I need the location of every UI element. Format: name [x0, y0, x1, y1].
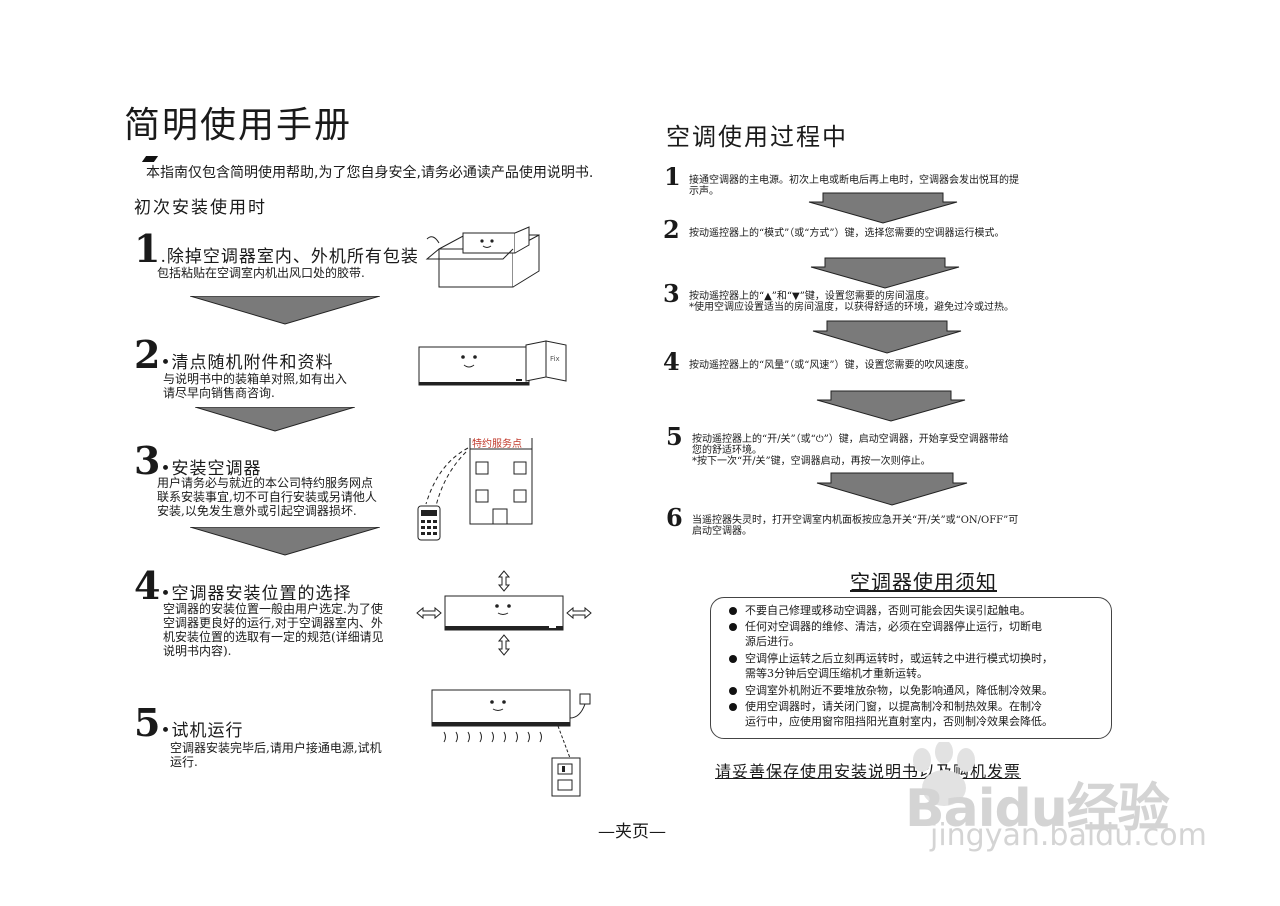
note-line: 空调室外机附近不要堆放杂物，以免影响通风，降低制冷效果。 — [745, 684, 1053, 697]
left-step-4-text: 空调器的安装位置一般由用户选定.为了使 空调器更良好的运行,对于空调器室内、外 … — [163, 602, 384, 658]
step-heading: •安装空调器 — [160, 459, 262, 479]
left-step-3: 3•安装空调器 — [134, 442, 261, 480]
step-number: 1 — [134, 226, 161, 271]
step-number: 3 — [134, 438, 161, 483]
note-item: 空调室外机附近不要堆放杂物，以免影响通风，降低制冷效果。 — [729, 683, 1111, 698]
note-item: 使用空调器时，请关闭门窗，以提高制冷和制热效果。在制冷运行中，应使用窗帘阻挡阳光… — [729, 699, 1111, 729]
step-number: 4 — [663, 347, 680, 376]
manual-label: Fix — [550, 355, 560, 363]
step-number: 2 — [134, 332, 161, 377]
step-number: 1 — [664, 162, 681, 191]
service-point-illustration: 特约服务点 — [417, 437, 533, 541]
down-arrow-icon — [816, 472, 968, 506]
step-line: 安装,以免发生意外或引起空调器损坏. — [157, 504, 357, 518]
step-line: 空调器安装完毕后,请用户接通电源,试机 — [170, 741, 382, 755]
step-line: 用户请务必与就近的本公司特约服务网点 — [157, 476, 374, 490]
note-line: 运行中，应使用窗帘阻挡阳光直射室内，否则制冷效果会降低。 — [745, 715, 1053, 728]
step-heading: •试机运行 — [160, 721, 244, 741]
step-line: 与说明书中的装箱单对照,如有出入 — [163, 372, 347, 386]
step-line: 按动遥控器上的“风量”（或“风速”）键，设置您需要的吹风速度。 — [689, 360, 975, 371]
step-line: 按动遥控器上的“模式”（或“方式”）键，选择您需要的空调器运行模式。 — [689, 228, 1005, 239]
step-number: 3 — [663, 279, 680, 308]
page-footer: —夹页— — [598, 822, 666, 842]
note-line: 源后进行。 — [745, 635, 800, 648]
watermark-brand: Baidu经验 — [905, 779, 1170, 839]
down-arrow-icon — [190, 527, 380, 556]
paw-watermark-icon — [913, 742, 975, 806]
step-line: *按下一次“开/关”键，空调器启动，再按一次则停止。 — [692, 456, 931, 467]
left-step-1: 1.除掉空调器室内、外机所有包装 — [134, 230, 419, 268]
down-arrow-icon — [812, 320, 962, 354]
step-line: 空调器的安装位置一般由用户选定.为了使 — [163, 602, 383, 616]
left-title: 简明使用手册 — [124, 105, 353, 146]
step-line: 按动遥控器上的“开/关”（或“⏻”）键，启动空调器，开始享受空调器带给 — [692, 434, 1009, 445]
step-number: 5 — [134, 700, 161, 745]
step-line: 机安装位置的选取有一定的规范(详细请见 — [163, 630, 384, 644]
note-line: 不要自己修理或移动空调器，否则可能会因失误引起触电。 — [745, 604, 1031, 617]
watermark-url: jingyan.baidu.com — [930, 818, 1207, 853]
step-number: 5 — [666, 422, 683, 451]
step-line: 接通空调器的主电源。初次上电或断电后再上电时，空调器会发出悦耳的提 — [689, 175, 1019, 186]
down-arrow-icon — [195, 407, 355, 432]
left-step-5: 5•试机运行 — [134, 704, 243, 742]
ac-clearance-illustration — [416, 570, 592, 656]
step-line: 包括粘贴在空调室内机出风口处的胶带. — [157, 266, 365, 280]
step-line: 联系安装事宜,切不可自行安装或另请他人 — [157, 490, 377, 504]
step-line: 说明书内容). — [163, 644, 232, 658]
step-number: 6 — [666, 503, 683, 532]
down-arrow-icon — [810, 257, 960, 289]
left-step-5-text: 空调器安装完毕后,请用户接通电源,试机 运行. — [170, 741, 382, 769]
step-number: 4 — [134, 563, 161, 608]
step-number: 2 — [663, 215, 680, 244]
left-step-2: 2•清点随机附件和资料 — [134, 336, 333, 374]
down-arrow-icon — [190, 296, 380, 325]
step-line: 运行. — [170, 755, 198, 769]
notes-box: 不要自己修理或移动空调器，否则可能会因失误引起触电。 任何对空调器的维修、清洁，… — [710, 597, 1112, 739]
ac-running-illustration — [431, 689, 591, 797]
step-line: 请尽早向销售商咨询. — [163, 386, 275, 400]
service-sign: 特约服务点 — [472, 437, 522, 450]
left-step-1-text: 包括粘贴在空调室内机出风口处的胶带. — [157, 266, 365, 280]
note-line: 需等3分钟后空调压缩机才重新运转。 — [745, 667, 928, 680]
note-line: 空调停止运转之后立刻再运转时，或运转之中进行模式切换时， — [745, 652, 1053, 665]
step-line: 您的舒适环境。 — [692, 445, 762, 456]
step-line: 示声。 — [689, 186, 719, 197]
down-arrow-icon — [816, 390, 966, 422]
ac-in-box-illustration — [425, 226, 540, 288]
ac-with-manual-illustration: Fix — [418, 340, 567, 386]
step-line: 启动空调器。 — [692, 526, 752, 537]
left-step-4: 4•空调器安装位置的选择 — [134, 567, 351, 605]
note-line: 使用空调器时，请关闭门窗，以提高制冷和制热效果。在制冷 — [745, 700, 1042, 713]
left-step-3-text: 用户请务必与就近的本公司特约服务网点 联系安装事宜,切不可自行安装或另请他人 安… — [157, 476, 377, 518]
left-subtitle: 初次安装使用时 — [134, 198, 267, 218]
right-title: 空调使用过程中 — [666, 123, 848, 151]
down-arrow-icon — [808, 192, 958, 224]
step-line: 空调器更良好的运行,对于空调器室内、外 — [163, 616, 383, 630]
step-line: 当遥控器失灵时，打开空调室内机面板按应急开关“开/关”或“ON/OFF”可 — [692, 515, 1019, 526]
note-line: 任何对空调器的维修、清洁，必须在空调器停止运行，切断电 — [745, 620, 1042, 633]
step-heading: •空调器安装位置的选择 — [160, 584, 352, 604]
step-line: *使用空调应设置适当的房间温度，以获得舒适的环境，避免过冷或过热。 — [689, 302, 1014, 313]
left-step-2-text: 与说明书中的装箱单对照,如有出入 请尽早向销售商咨询. — [163, 372, 347, 400]
notice-text: 本指南仅包含简明使用帮助,为了您自身安全,请务必通读产品使用说明书. — [146, 165, 594, 181]
step-heading: .除掉空调器室内、外机所有包装 — [160, 247, 419, 267]
note-item: 不要自己修理或移动空调器，否则可能会因失误引起触电。 — [729, 603, 1111, 618]
step-heading: •清点随机附件和资料 — [160, 353, 334, 373]
note-item: 空调停止运转之后立刻再运转时，或运转之中进行模式切换时， 需等3分钟后空调压缩机才… — [729, 651, 1111, 681]
note-item: 任何对空调器的维修、清洁，必须在空调器停止运行，切断电源后进行。 — [729, 619, 1111, 649]
notes-title: 空调器使用须知 — [850, 570, 997, 594]
step-line: 按动遥控器上的“▲”和“▼”键，设置您需要的房间温度。 — [689, 291, 935, 302]
